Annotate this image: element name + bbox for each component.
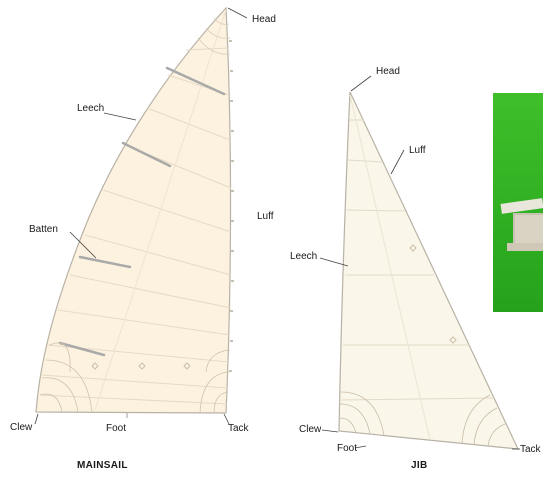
mainsail-body [35, 6, 232, 414]
mainsail-head-label: Head [252, 14, 276, 25]
jib-seams [340, 94, 495, 441]
jib-clew-reinforcement [339, 391, 385, 436]
mainsail-clew-reinforcement [39, 342, 93, 413]
batten-4 [58, 341, 106, 357]
green-screen-photo [493, 93, 543, 312]
jib [319, 75, 520, 450]
mainsail-foot-label: Foot [106, 423, 127, 434]
jib-foot-label: Foot [337, 443, 358, 454]
batten-1 [165, 66, 226, 96]
mainsail-batten-label: Batten [29, 224, 58, 235]
mainsail-luff-slugs [229, 40, 234, 372]
jib-telltales [409, 244, 457, 344]
mainsail-telltales [91, 362, 191, 370]
batten-3 [78, 255, 132, 269]
photo-object-base [507, 243, 543, 251]
jib-caption: JIB [411, 460, 428, 471]
mainsail-leech-label: Leech [77, 103, 105, 114]
mainsail-head-reinforcement [197, 17, 231, 55]
mainsail [34, 6, 248, 425]
mainsail-caption: MAINSAIL [77, 460, 128, 471]
mainsail-leaders [34, 7, 248, 425]
jib-tack-label: Tack [520, 444, 541, 455]
jib-leaders [319, 75, 520, 450]
jib-body [338, 91, 519, 450]
jib-luff-label: Luff [409, 145, 426, 156]
mainsail-tack-reinforcement [199, 349, 231, 414]
jib-leech-label: Leech [290, 251, 318, 262]
mainsail-clew-label: Clew [10, 422, 33, 433]
batten-2 [121, 141, 172, 168]
mainsail-battens [58, 66, 226, 357]
jib-tack-reinforcement [461, 394, 506, 447]
mainsail-seams [39, 9, 232, 411]
mainsail-tack-label: Tack [228, 423, 249, 434]
mainsail-luff-label: Luff [257, 211, 274, 222]
jib-head-label: Head [376, 66, 400, 77]
photo-object-top [500, 198, 543, 214]
jib-clew-label: Clew [299, 424, 322, 435]
